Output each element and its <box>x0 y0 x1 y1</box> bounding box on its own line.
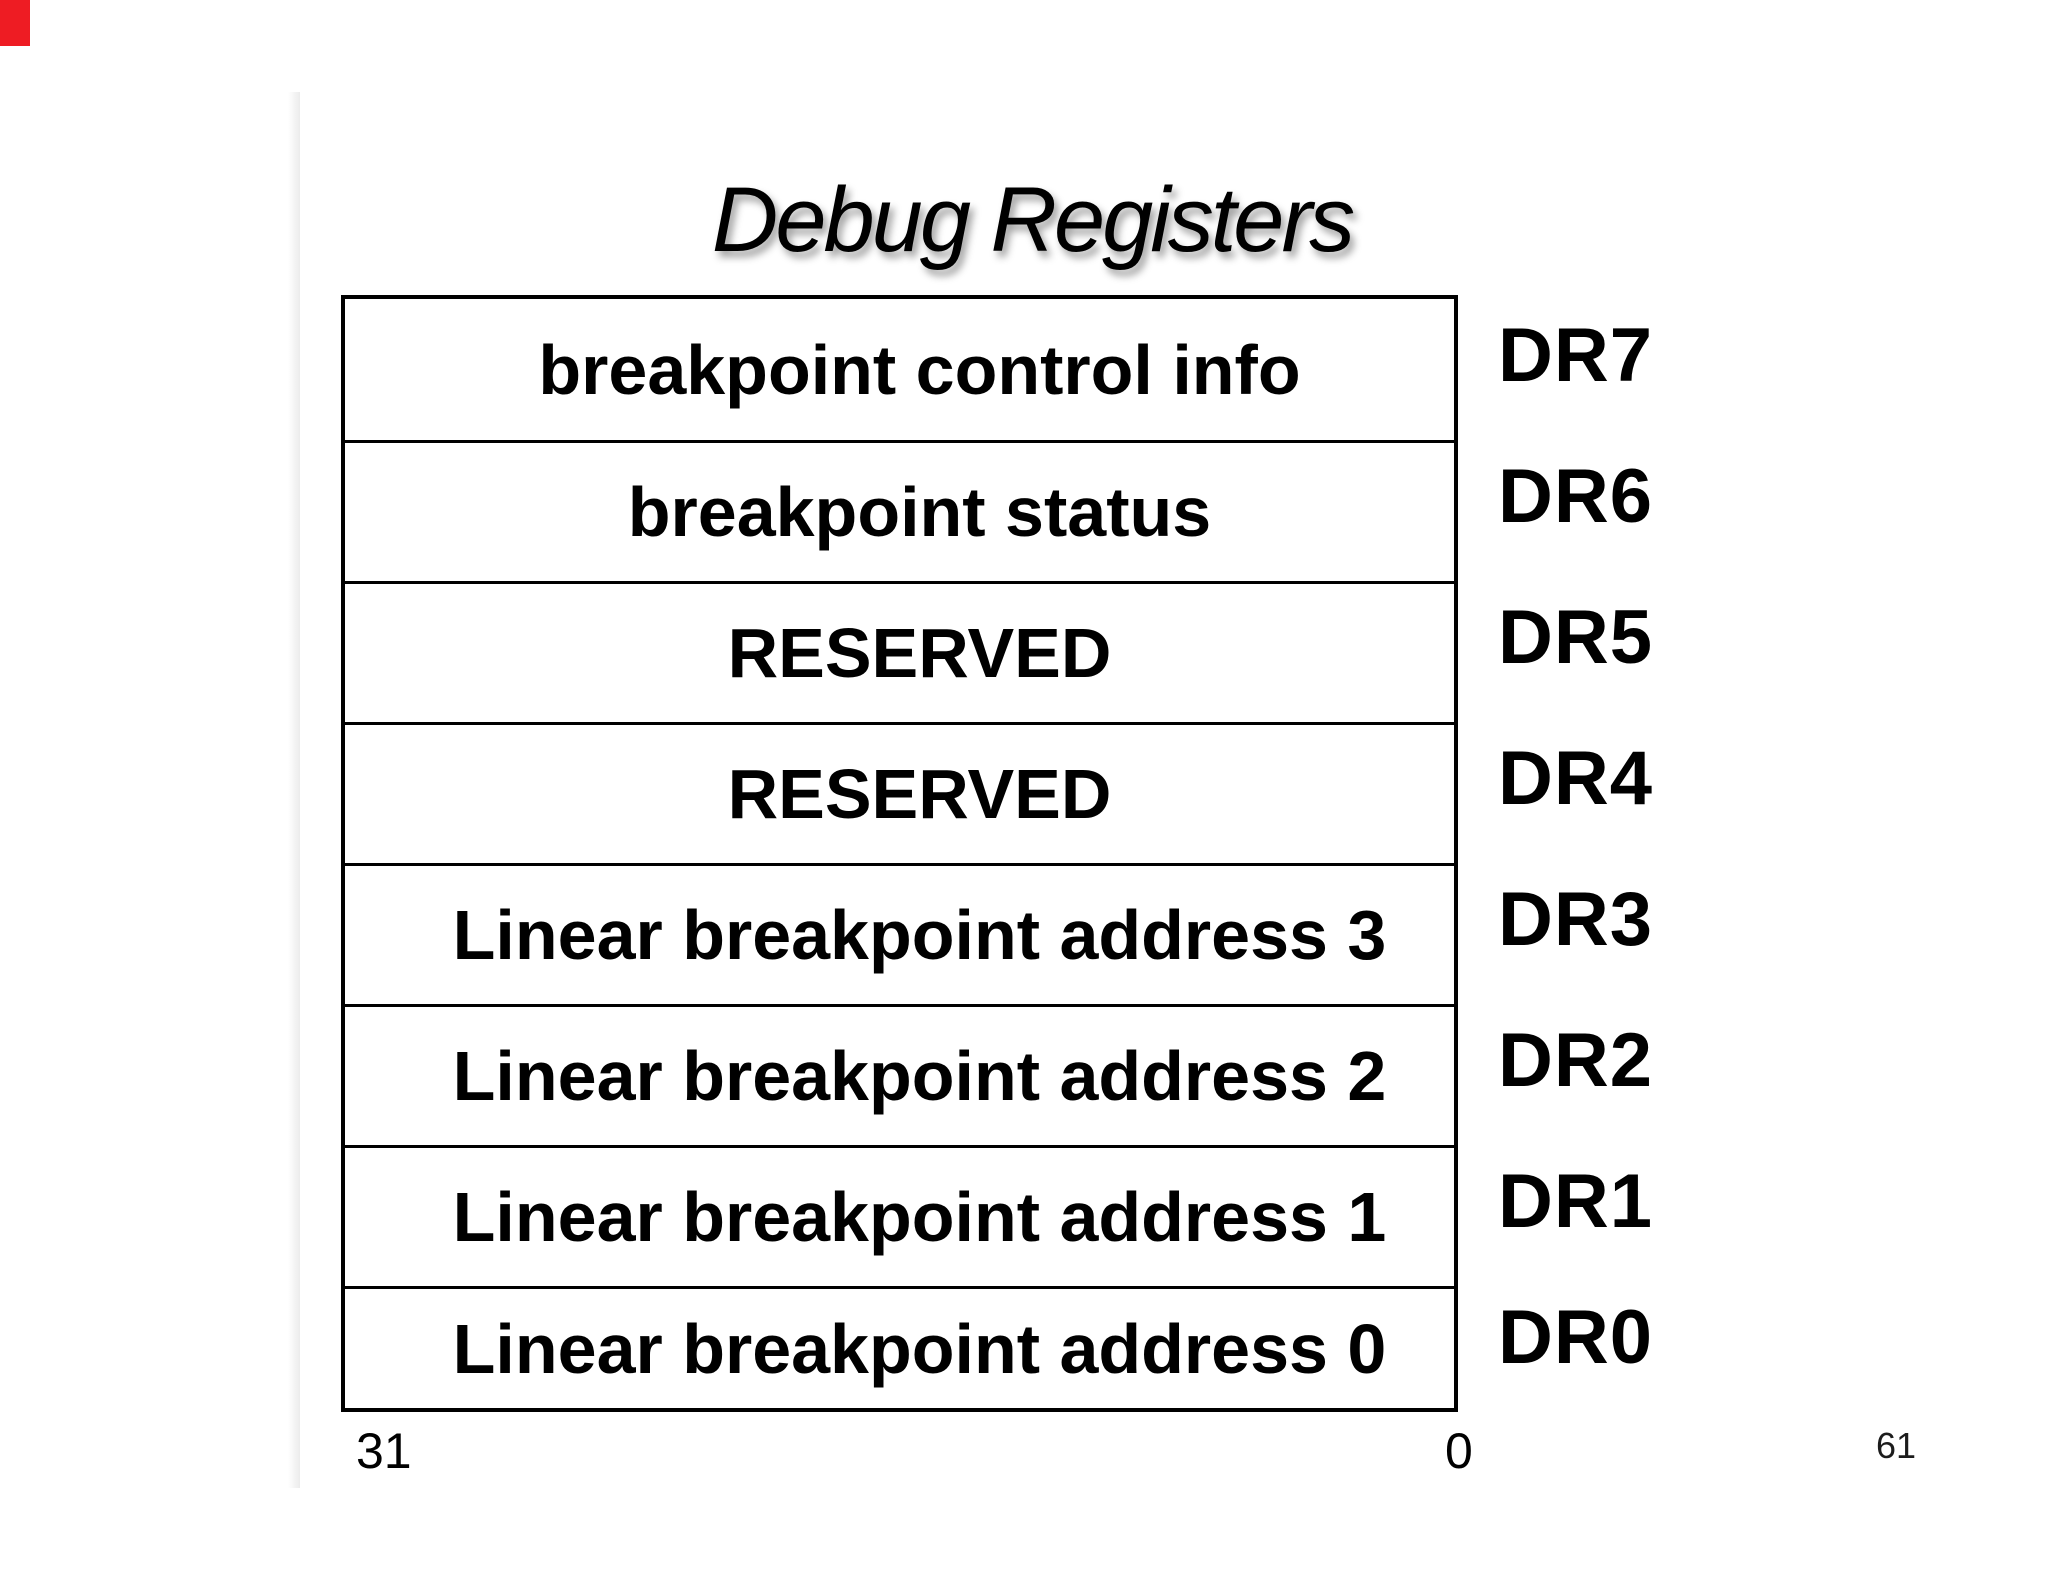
register-row-dr5: RESERVED <box>345 581 1454 722</box>
register-name-dr2: DR2 <box>1498 1018 1654 1103</box>
bit-index-31: 31 <box>356 1423 412 1479</box>
register-row-dr4: RESERVED <box>345 722 1454 863</box>
bit-index-0: 0 <box>1445 1423 1473 1479</box>
register-description: Linear breakpoint address 3 <box>452 896 1387 974</box>
slide-title: Debug Registers <box>711 169 1355 271</box>
page-number: 61 <box>1876 1425 1917 1466</box>
register-row-dr6: breakpoint status <box>345 440 1454 581</box>
register-table: breakpoint control info breakpoint statu… <box>341 295 1458 1412</box>
register-description: Linear breakpoint address 0 <box>452 1309 1387 1388</box>
register-name-dr4: DR4 <box>1498 736 1654 821</box>
register-name-dr7: DR7 <box>1498 313 1654 398</box>
register-name-column: DR7 DR6 DR5 DR4 DR3 DR2 DR1 DR0 <box>1498 295 1758 1412</box>
slide-edge-line <box>288 92 300 1488</box>
register-name-dr0: DR0 <box>1498 1294 1654 1380</box>
register-row-dr1: Linear breakpoint address 1 <box>345 1145 1454 1286</box>
register-row-dr0: Linear breakpoint address 0 <box>345 1286 1454 1408</box>
register-name-dr3: DR3 <box>1498 877 1654 962</box>
register-description: breakpoint status <box>627 473 1212 551</box>
register-description: Linear breakpoint address 2 <box>452 1037 1387 1115</box>
red-corner-marker <box>0 0 30 46</box>
register-description: Linear breakpoint address 1 <box>452 1178 1387 1256</box>
register-description: breakpoint control info <box>538 330 1301 409</box>
register-name-dr1: DR1 <box>1498 1159 1654 1244</box>
register-name-dr6: DR6 <box>1498 454 1654 539</box>
register-row-dr3: Linear breakpoint address 3 <box>345 863 1454 1004</box>
register-row-dr7: breakpoint control info <box>345 299 1454 440</box>
register-row-dr2: Linear breakpoint address 2 <box>345 1004 1454 1145</box>
register-description: RESERVED <box>727 755 1112 833</box>
register-description: RESERVED <box>727 614 1112 692</box>
register-name-dr5: DR5 <box>1498 595 1654 680</box>
